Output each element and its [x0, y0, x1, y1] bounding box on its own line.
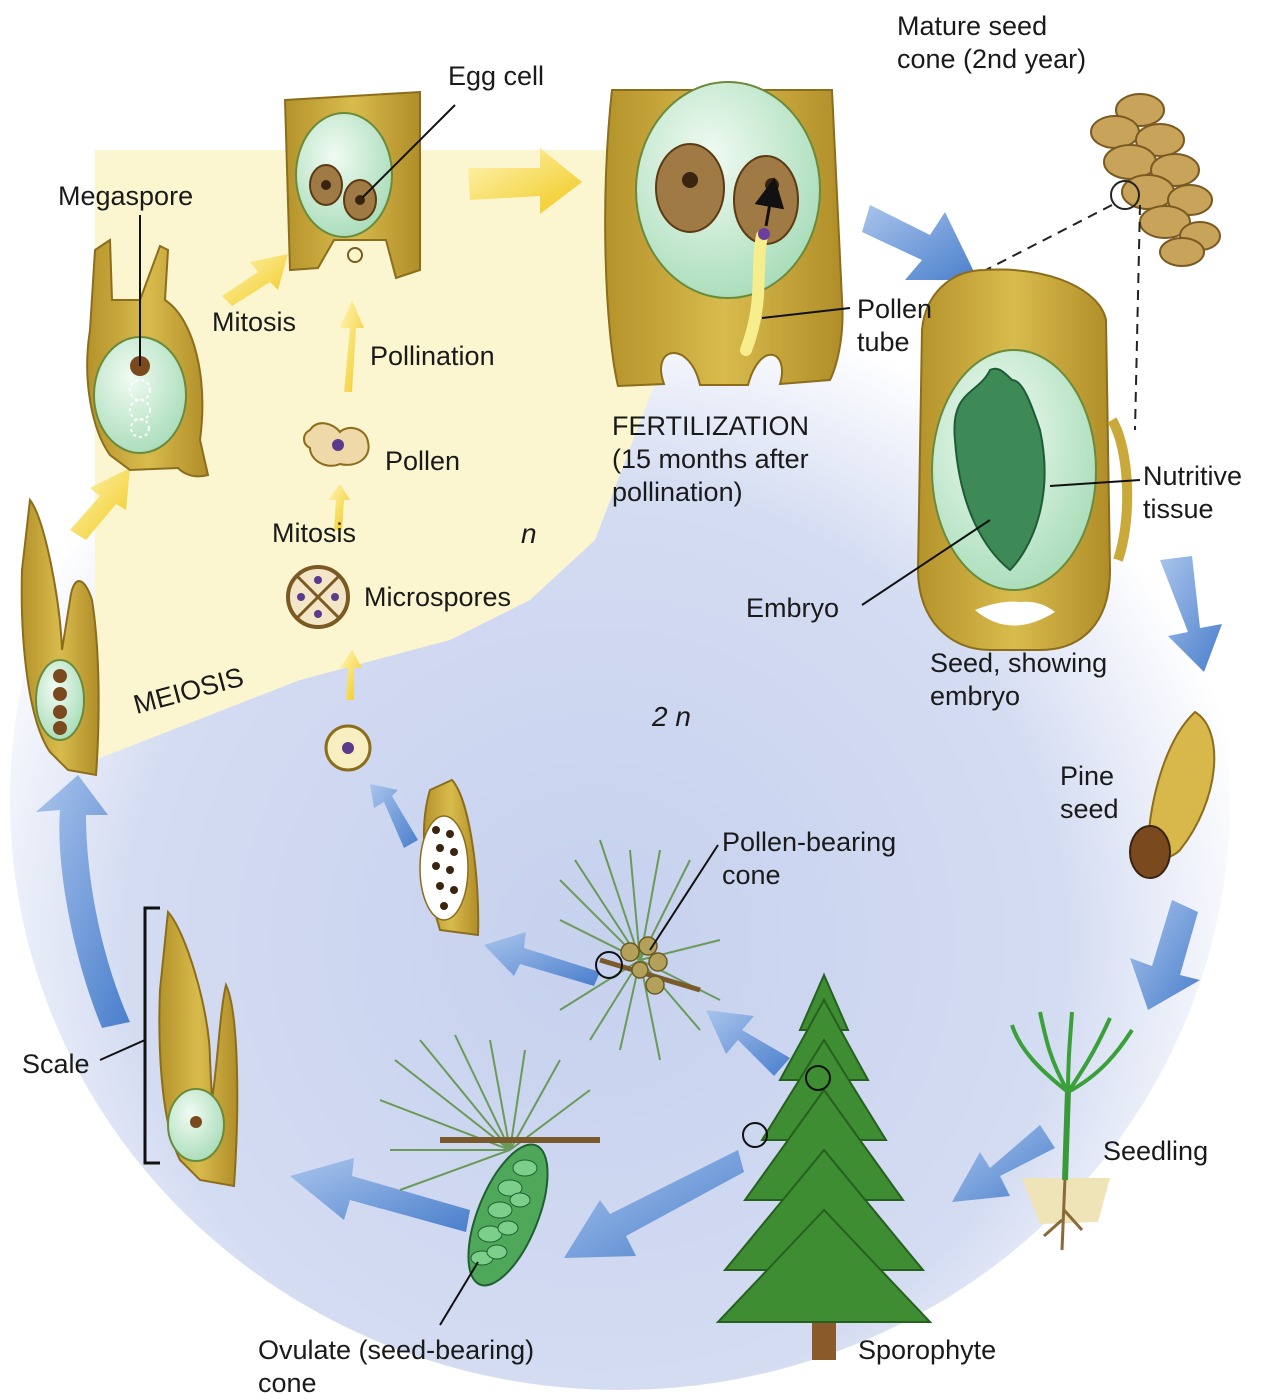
embryo-label: Embryo — [746, 592, 839, 625]
sporophyte-label: Sporophyte — [858, 1334, 996, 1367]
fertilization-label: FERTILIZATION (15 months after pollinati… — [612, 410, 809, 509]
seed-embryo-illustration — [918, 270, 1127, 650]
ovulate-cone-label: Ovulate (seed-bearing) cone — [258, 1334, 534, 1400]
microspores-label: Microspores — [364, 581, 511, 614]
mature-seed-cone-illustration — [1091, 94, 1220, 266]
seedling-label: Seedling — [1103, 1135, 1208, 1168]
fertilization-ovule-illustration — [605, 82, 842, 386]
pollen-tube-label: Pollen tube — [857, 293, 932, 359]
nutritive-tissue-label: Nutritive tissue — [1143, 460, 1242, 526]
microspores-illustration — [288, 567, 348, 627]
haploid-n-label: n — [521, 517, 537, 550]
pollination-label: Pollination — [370, 340, 495, 373]
egg-cell-ovule-illustration — [285, 92, 420, 278]
mature-seed-cone-label: Mature seed cone (2nd year) — [897, 10, 1086, 76]
pollen-bearing-cone-label: Pollen-bearing cone — [722, 826, 896, 892]
pollen-label: Pollen — [385, 445, 460, 478]
egg-cell-label: Egg cell — [448, 60, 544, 93]
pine-seed-label: Pine seed — [1060, 760, 1119, 826]
seed-showing-embryo-label: Seed, showing embryo — [930, 647, 1107, 713]
pollen-grain-illustration — [304, 423, 369, 466]
diploid-2n-label: 2 n — [652, 700, 691, 733]
megaspore-label: Megaspore — [58, 180, 193, 213]
scale-label: Scale — [22, 1048, 90, 1081]
mitosis-label-pollen: Mitosis — [272, 517, 356, 550]
microsporocyte-cell-illustration — [326, 726, 370, 770]
mitosis-label-megaspore: Mitosis — [212, 306, 296, 339]
